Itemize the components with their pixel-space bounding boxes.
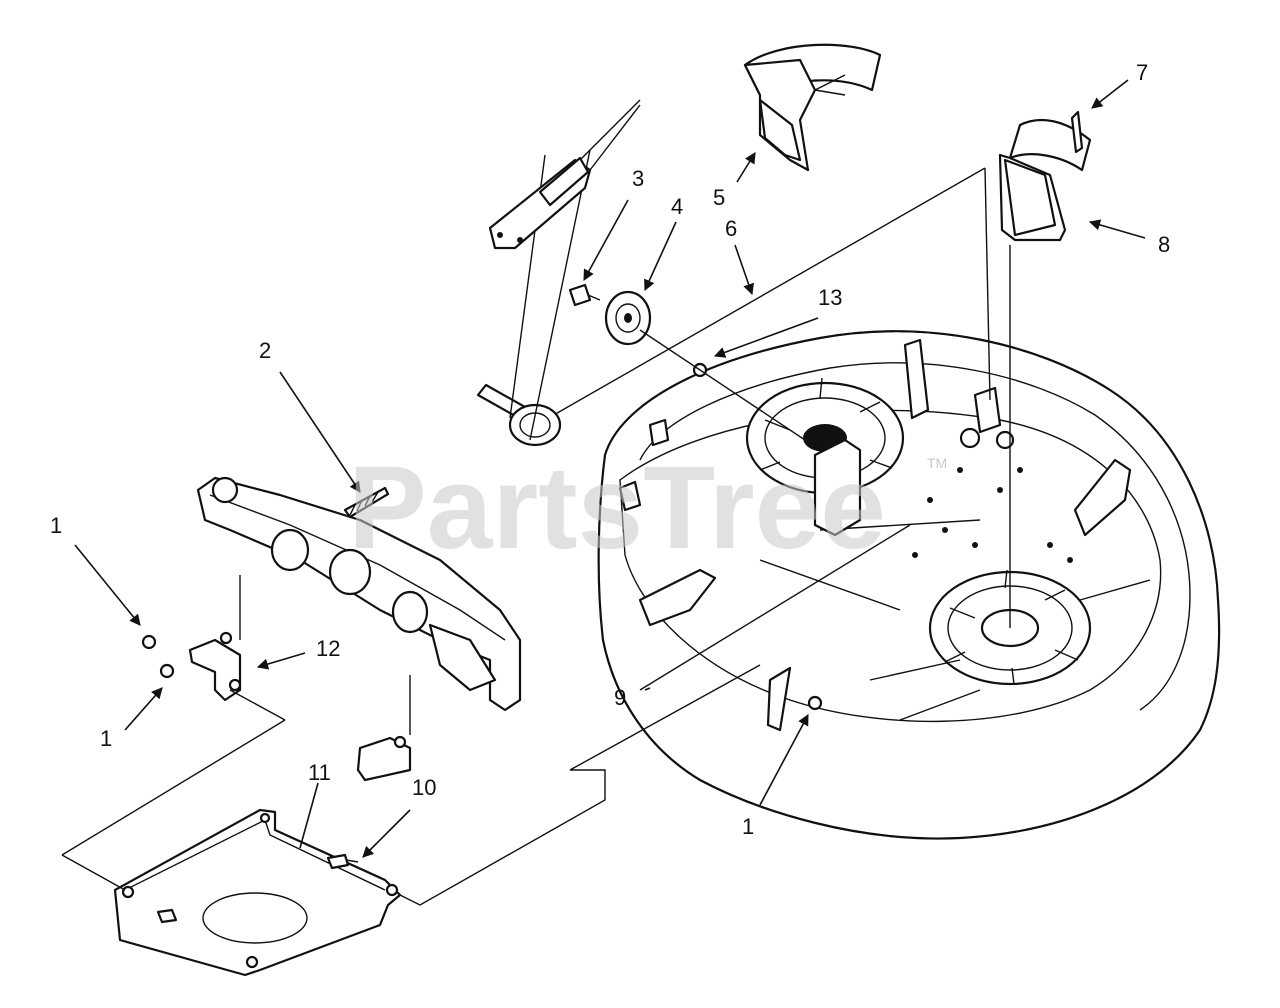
callout-1-upper: 1 — [50, 513, 62, 538]
leader-lines — [74, 79, 1146, 858]
callout-13: 13 — [818, 285, 842, 310]
mounting-plate — [61, 664, 761, 977]
lift-bracket — [141, 476, 522, 782]
callout-9: 9 — [614, 685, 626, 710]
callout-5: 5 — [713, 185, 725, 210]
callout-10: 10 — [412, 775, 436, 800]
line-9 — [639, 524, 911, 691]
callout-12: 12 — [316, 636, 340, 661]
callout-4: 4 — [671, 194, 683, 219]
callout-7: 7 — [1136, 60, 1148, 85]
callout-labels: 1 1 1 2 3 4 5 6 7 8 9 10 11 12 13 — [50, 60, 1170, 839]
callout-2: 2 — [259, 338, 271, 363]
watermark-trademark: TM — [927, 455, 947, 471]
callout-1-lower: 1 — [100, 726, 112, 751]
discharge-chute-5 — [743, 43, 882, 172]
callout-6: 6 — [725, 216, 737, 241]
discharge-chute-8 — [998, 110, 1092, 242]
callout-3: 3 — [632, 166, 644, 191]
mower-deck — [544, 167, 1221, 840]
callout-8: 8 — [1158, 232, 1170, 257]
callout-11: 11 — [308, 760, 331, 785]
callout-1-deck: 1 — [742, 814, 754, 839]
watermark-text: PartsTree — [348, 442, 886, 574]
pulley-assembly — [476, 99, 821, 512]
